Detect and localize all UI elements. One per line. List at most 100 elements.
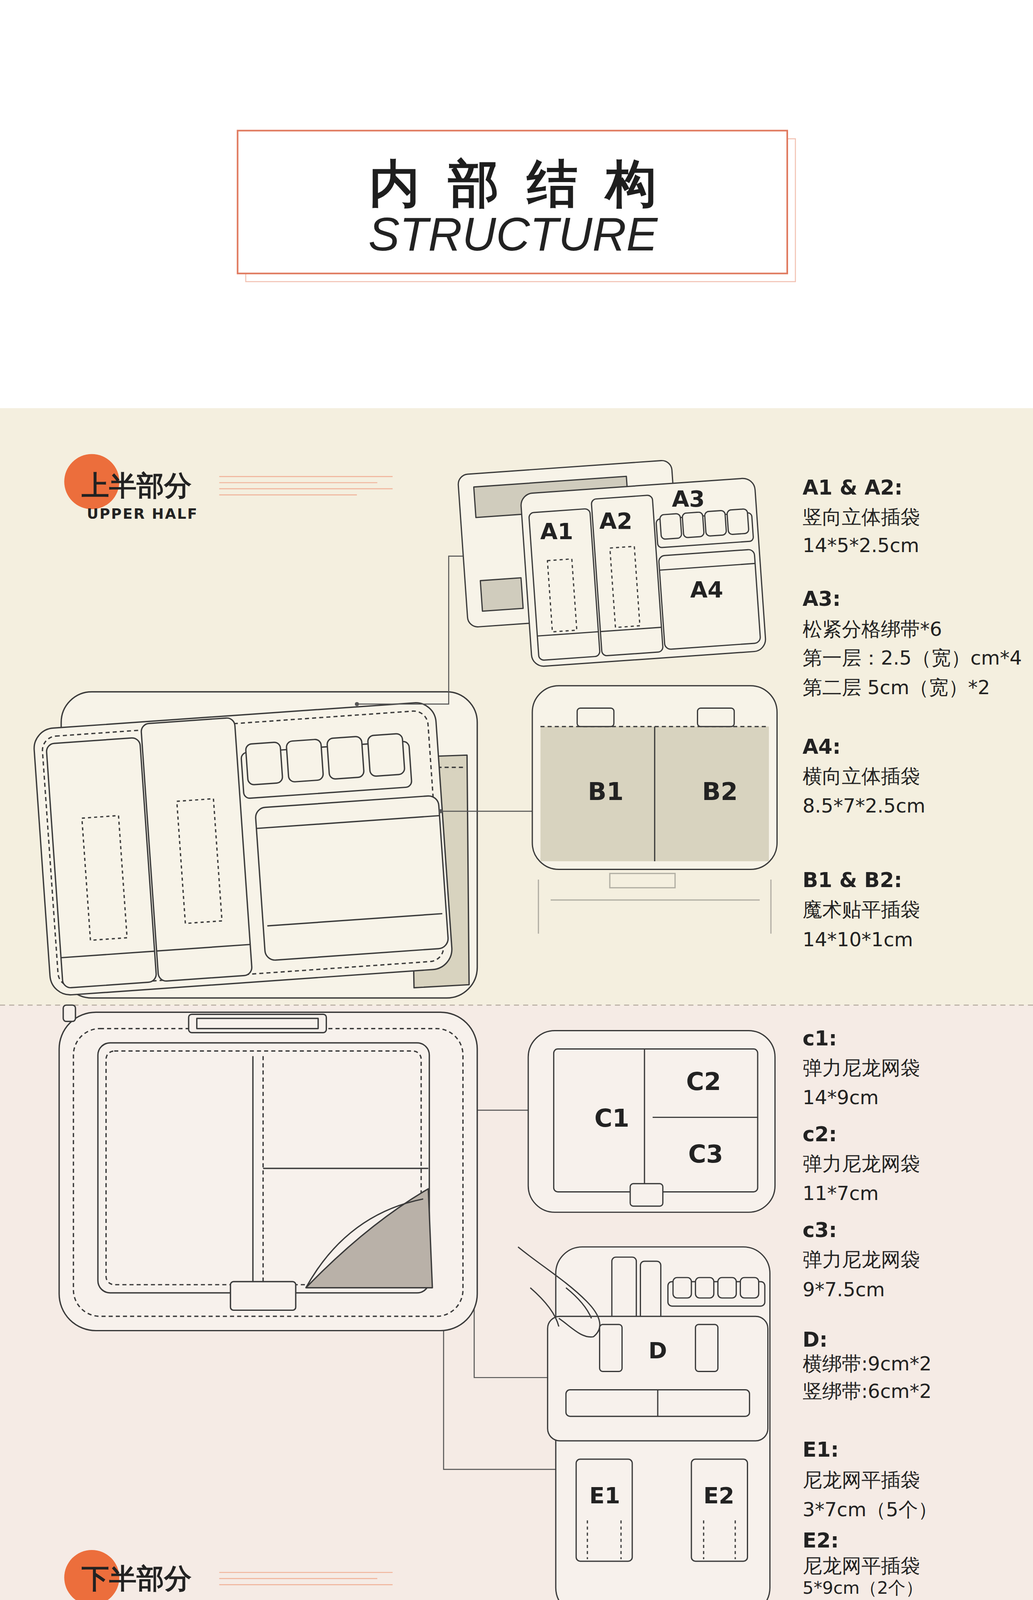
pocket-detail-b-part-part [538, 879, 772, 934]
lid-illustration-part-part [267, 913, 443, 926]
pocket-detail-de-part [695, 1277, 714, 1298]
pocket-detail-de-part [703, 1519, 705, 1559]
spec-heading: c2: [802, 1122, 838, 1146]
pocket-detail-de-part [518, 1246, 600, 1337]
spec-heading: B1 & B2: [802, 868, 903, 892]
base-illustration-part [196, 1018, 318, 1029]
pocket-detail-b-part [532, 685, 778, 870]
spec-text: 弹力尼龙网袋 [802, 1152, 921, 1176]
part-label: E2 [701, 1482, 737, 1509]
title-subtitle: STRUCTURE [368, 207, 658, 262]
pocket-detail-c [528, 1030, 775, 1212]
spec-text: 9*7.5cm [802, 1278, 886, 1301]
pocket-detail-b-part [540, 726, 769, 861]
pocket-detail-a-part-part [600, 627, 662, 632]
background-part [0, 0, 1033, 409]
pocket-detail-a [457, 454, 767, 672]
section-subheading: UPPER HALF [85, 506, 199, 523]
base-illustration [59, 1004, 478, 1330]
base-illustration-part [73, 1028, 463, 1317]
base-illustration-part [305, 1198, 424, 1288]
lid-illustration-part-part [256, 815, 440, 829]
lid-illustration-part-part [82, 815, 128, 940]
section-marker-part-part [219, 475, 393, 477]
spec-heading: c3: [802, 1218, 838, 1242]
pocket-detail-de-part [576, 1458, 633, 1561]
lid-illustration-part-part [286, 738, 324, 783]
spec-text: 第一层：2.5（宽）cm*4 [802, 646, 1023, 669]
pocket-detail-de-part [673, 1277, 692, 1298]
spec-heading: A3: [802, 586, 841, 611]
part-label: C2 [683, 1067, 724, 1096]
spec-text: 14*10*1cm [802, 928, 914, 951]
spec-text: 弹力尼龙网袋 [802, 1056, 921, 1079]
pocket-detail-de-part [640, 1260, 661, 1320]
lid-illustration-part-part [245, 741, 283, 786]
background-part [0, 408, 1033, 1006]
pocket-detail-c-part [643, 1048, 646, 1192]
spec-text: 尼龙网平插袋 [802, 1469, 921, 1492]
spec-heading: A4: [802, 734, 841, 759]
background-part [0, 1004, 1033, 1006]
part-label: C3 [686, 1139, 726, 1168]
pocket-detail-de-part [691, 1458, 748, 1561]
spec-text: 竖绑带:6cm*2 [802, 1380, 932, 1403]
lid-illustration-part-part [60, 950, 155, 958]
pocket-detail-a-part-part [537, 631, 599, 636]
spec-heading: E2: [802, 1528, 839, 1552]
spec-heading: c1: [802, 1026, 838, 1051]
spec-text: 横绑带:9cm*2 [802, 1352, 932, 1375]
lid-illustration-part-part [32, 701, 454, 996]
pocket-detail-b [532, 685, 778, 934]
part-label: D [646, 1337, 669, 1364]
base-illustration-part [252, 1055, 254, 1288]
spec-text: 14*9cm [802, 1086, 879, 1109]
section-marker-part-part [219, 1577, 377, 1579]
pocket-detail-de-part [718, 1277, 737, 1298]
part-label: A2 [597, 508, 635, 534]
pocket-detail-a-part-part [658, 548, 761, 650]
lid-illustration-part-part [46, 737, 158, 989]
pocket-detail-a-part-part [682, 511, 705, 538]
section-marker-part [219, 1571, 393, 1585]
base-illustration-part [262, 1055, 264, 1288]
title-frame-part [237, 130, 788, 274]
lid-illustration-part-part [140, 717, 253, 982]
lid-illustration-part-part [326, 736, 365, 780]
pocket-detail-a-part-part [704, 510, 727, 537]
section-marker-part-part [219, 494, 357, 496]
pocket-detail-a-part-part [547, 558, 577, 632]
pocket-detail-de-part [695, 1324, 719, 1372]
base-illustration-part [63, 1004, 76, 1021]
pocket-detail-de [518, 1246, 771, 1600]
leader-line-part [356, 556, 539, 704]
pocket-detail-a-part-part [659, 563, 756, 570]
lid-illustration-part-part [254, 795, 449, 961]
background-part [0, 1004, 1033, 1600]
pocket-detail-b-part [577, 708, 614, 727]
part-label: E1 [587, 1482, 623, 1509]
spec-text: 8.5*7*2.5cm [802, 794, 926, 817]
spec-text: 第二层 5cm（宽）*2 [802, 676, 991, 699]
pocket-detail-b-part [697, 708, 735, 727]
spec-heading: E1: [802, 1437, 839, 1462]
pocket-detail-de-part [620, 1519, 622, 1559]
pocket-detail-c-part [553, 1048, 758, 1192]
leader-dot-part [438, 808, 443, 814]
pocket-detail-de-part [611, 1256, 637, 1320]
lid-illustration-part-part [176, 798, 222, 924]
spec-text: 3*7cm（5个） [802, 1498, 938, 1521]
base-illustration-part [188, 1013, 327, 1033]
part-label: B1 [587, 777, 624, 806]
pocket-detail-b-part [538, 873, 772, 934]
leader-dot-part [354, 701, 360, 707]
spec-text: 14*5*2.5cm [802, 534, 920, 557]
spec-text: 横向立体插袋 [802, 765, 921, 788]
section-marker-part [219, 476, 393, 495]
base-illustration-part [305, 1188, 433, 1288]
part-label: A1 [538, 518, 576, 545]
spec-heading: A1 & A2: [802, 475, 903, 500]
part-label: B2 [702, 777, 739, 806]
lid-illustration-part-part [156, 944, 251, 951]
